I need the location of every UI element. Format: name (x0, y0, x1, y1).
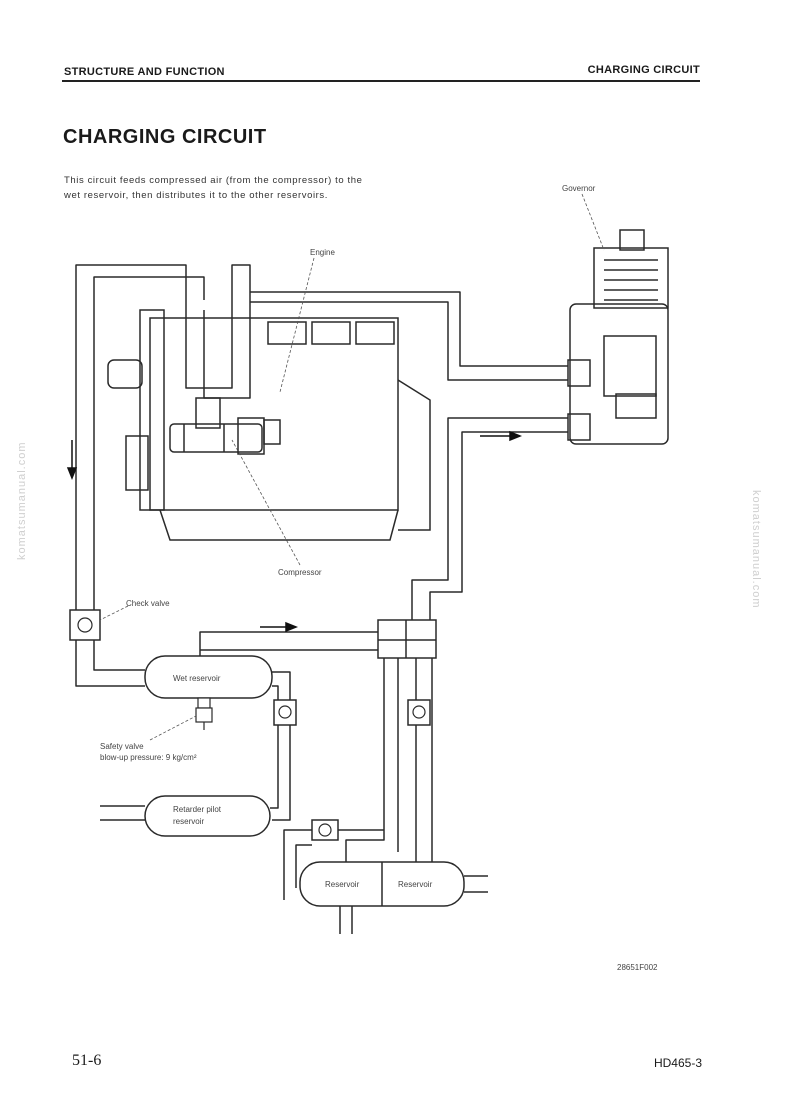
check-valve-2 (273, 699, 297, 726)
header-section: STRUCTURE AND FUNCTION (64, 66, 225, 78)
label-safety-valve: Safety valve (100, 742, 144, 751)
label-engine: Engine (310, 248, 335, 257)
pipe-checkvalve-down (75, 640, 145, 687)
check-valves (69, 609, 431, 841)
pipe-bottom-loop (283, 829, 384, 900)
distribution-block (377, 619, 437, 659)
intro-paragraph: This circuit feeds compressed air (from … (64, 175, 363, 201)
compressor (169, 397, 281, 455)
pipe-bottom-stub-right (464, 875, 488, 893)
pipe-compressor-loop (185, 264, 251, 399)
header-rule (62, 80, 700, 82)
retarder-reservoir-tank (144, 795, 271, 837)
label-reservoir-left: Reservoir (325, 880, 360, 889)
page-number: 51-6 (72, 1052, 102, 1069)
model-number: HD465-3 (653, 1056, 702, 1070)
pipe-compressor-inner (93, 276, 205, 610)
label-governor: Governor (562, 184, 596, 193)
safety-valve (195, 697, 213, 730)
flow-arrows (66, 430, 523, 633)
pipe-governor-line (250, 291, 568, 381)
leader-lines (99, 193, 605, 741)
pipe-wet-branch (270, 685, 279, 809)
label-retarder-2: reservoir (173, 817, 204, 826)
label-wet-reservoir: Wet reservoir (173, 674, 221, 683)
label-reservoir-right: Reservoir (398, 880, 433, 889)
figure-code: 28651F002 (617, 963, 658, 972)
pipe-compressor-outer (75, 264, 187, 610)
pipe-bottom-stub-left (100, 805, 145, 821)
header-topic: CHARGING CIRCUIT (587, 64, 700, 76)
label-compressor: Compressor (278, 568, 322, 577)
governor-body (567, 229, 669, 445)
pipe-wet-to-retarder (272, 671, 291, 821)
check-valve-4 (311, 819, 339, 841)
pipe-distribution-line (411, 417, 568, 620)
label-retarder-1: Retarder pilot (173, 805, 222, 814)
check-valve-1 (69, 609, 101, 641)
page-title: CHARGING CIRCUIT (63, 126, 267, 148)
pipe-res-outlet (339, 906, 353, 934)
check-valve-3 (407, 699, 431, 726)
pipe-dist-down-1 (345, 658, 385, 870)
label-safety-valve-pressure: blow-up pressure: 9 kg/cm² (100, 753, 197, 762)
label-check-valve: Check valve (126, 599, 170, 608)
engine-block (107, 309, 431, 541)
